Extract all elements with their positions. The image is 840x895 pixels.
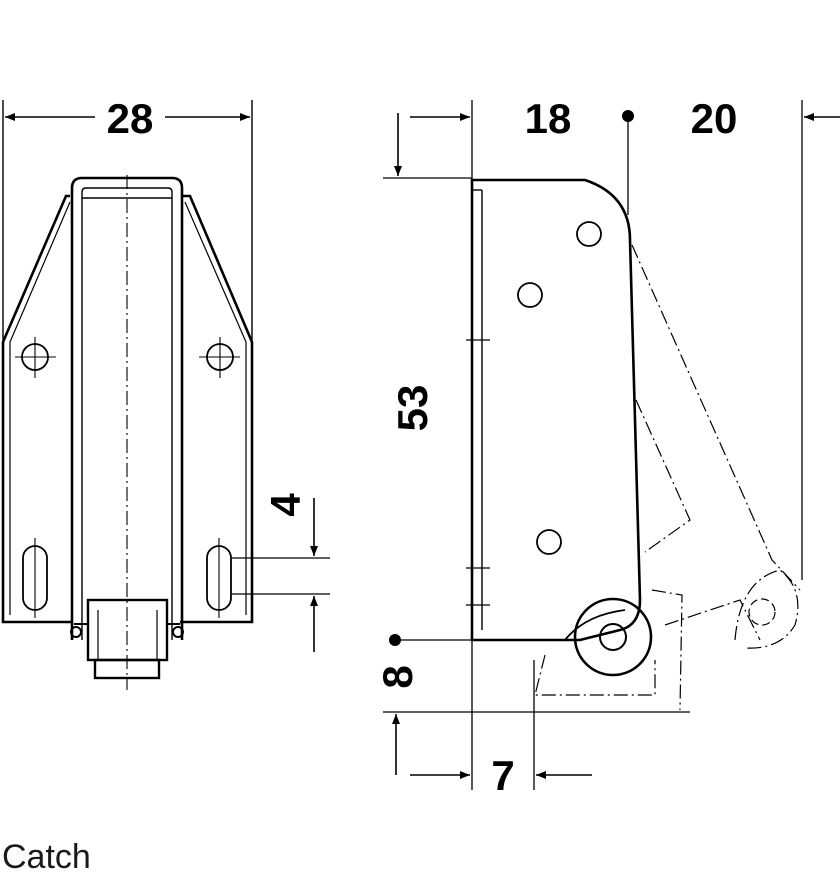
- front-view: 28: [1, 95, 330, 690]
- dim-label-7: 7: [491, 752, 514, 799]
- body-hole-3: [536, 529, 562, 555]
- slot-hole-right: [206, 538, 232, 618]
- caption: Catch: [2, 838, 91, 876]
- catch-body: [470, 178, 642, 642]
- dimension-28: 28: [2, 95, 253, 340]
- phantom-open-position: [534, 244, 801, 711]
- dimension-18: 18: [410, 95, 634, 790]
- dim-label-4: 4: [262, 493, 309, 517]
- base-plate: [1, 194, 254, 624]
- dim-label-18: 18: [525, 95, 572, 142]
- plunger-block: [70, 598, 184, 680]
- roller: [564, 597, 653, 677]
- round-hole-right: [199, 337, 240, 378]
- slot-hole-left: [22, 538, 48, 618]
- dim-label-20: 20: [691, 95, 738, 142]
- dimension-7: 7: [410, 660, 592, 799]
- side-view: 18 20 53: [374, 95, 840, 799]
- dim-label-8: 8: [374, 665, 421, 688]
- dim-label-28: 28: [107, 95, 154, 142]
- round-hole-left: [15, 337, 56, 378]
- dimension-4: 4: [232, 493, 330, 652]
- body-hole-1: [576, 221, 602, 247]
- dim-label-53: 53: [389, 385, 436, 432]
- dimension-dot-top: [622, 110, 634, 122]
- body-hole-2: [517, 282, 543, 308]
- dimension-8: 8: [374, 634, 690, 775]
- dimension-20: 20: [691, 95, 840, 580]
- dimension-dot-bottom: [389, 634, 401, 646]
- dimension-53: 53: [383, 113, 472, 431]
